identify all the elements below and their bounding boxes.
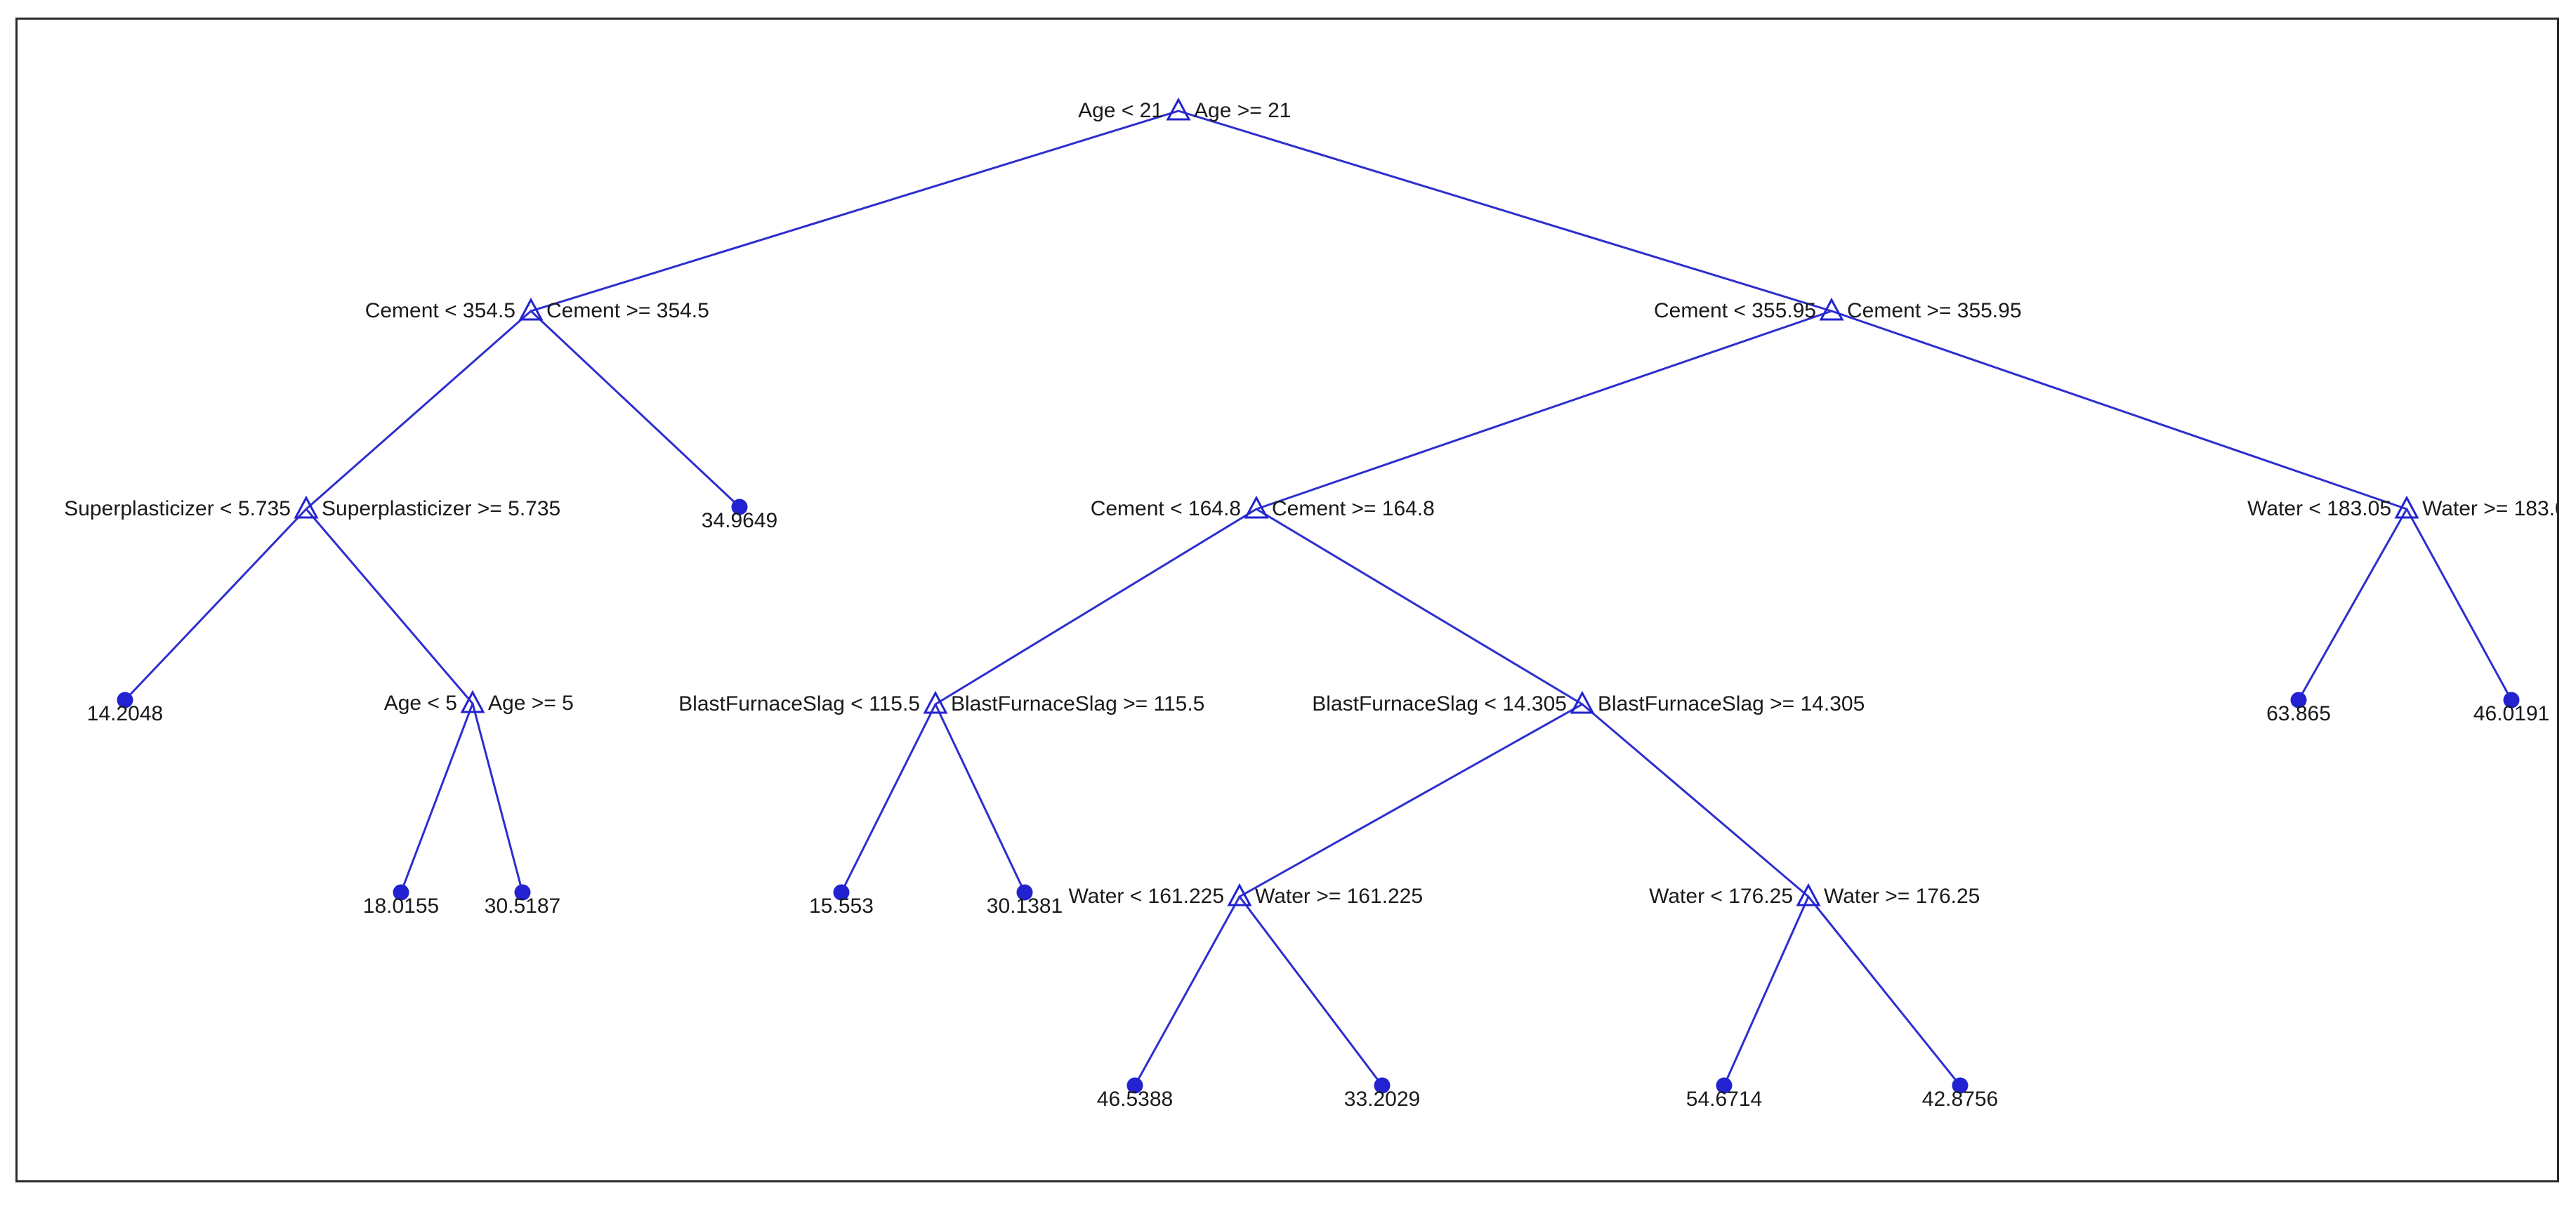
- leaf-value-label: 42.8756: [1921, 1088, 1999, 1111]
- split-label-left: Age < 5: [383, 692, 457, 715]
- split-label-left: BlastFurnaceSlag < 14.305: [1312, 692, 1567, 715]
- leaf-dot-marker: [117, 692, 133, 708]
- leaf-value-label: 63.865: [2266, 702, 2331, 725]
- tree-edge: [471, 702, 524, 894]
- leaf-dot-marker: [1126, 1077, 1143, 1094]
- split-label-right: BlastFurnaceSlag >= 14.305: [1598, 692, 1865, 715]
- tree-edge: [1581, 703, 1810, 898]
- leaf-value-label: 34.9649: [701, 509, 778, 532]
- tree-edge: [2405, 508, 2513, 701]
- leaf-value-label: 46.0191: [2473, 702, 2550, 725]
- split-label-right: Water >= 176.25: [1824, 885, 1980, 908]
- branch-triangle-marker: [1227, 883, 1252, 906]
- split-label-left: Cement < 354.5: [364, 299, 515, 322]
- split-label-left: Water < 183.05: [2247, 497, 2391, 520]
- split-label-left: Cement < 164.8: [1090, 497, 1241, 520]
- split-label-right: Age >= 21: [1194, 99, 1292, 122]
- branch-triangle-marker: [1819, 297, 1844, 321]
- split-label-left: Superplasticizer < 5.735: [64, 497, 291, 520]
- leaf-value-label: 30.1381: [986, 895, 1063, 918]
- branch-triangle-marker: [460, 690, 485, 713]
- split-label-left: Water < 176.25: [1649, 885, 1793, 908]
- leaf-value-label: 14.2048: [86, 702, 164, 725]
- branch-triangle-marker: [518, 297, 544, 321]
- split-label-right: Age >= 5: [488, 692, 574, 715]
- split-label-right: Cement >= 164.8: [1272, 497, 1435, 520]
- tree-edge: [1255, 508, 1584, 706]
- tree-edge: [1177, 110, 1833, 312]
- tree-edge: [840, 703, 937, 894]
- leaf-dot-marker: [1952, 1077, 1969, 1094]
- tree-edge: [305, 508, 474, 705]
- tree-edge: [1255, 310, 1833, 510]
- branch-triangle-marker: [1166, 97, 1191, 121]
- leaf-dot-marker: [2503, 692, 2520, 708]
- leaf-value-label: 33.2029: [1343, 1088, 1421, 1111]
- split-label-left: Water < 161.225: [1068, 885, 1224, 908]
- branch-triangle-marker: [294, 495, 319, 519]
- leaf-dot-marker: [514, 884, 531, 901]
- tree-edge: [1807, 895, 1961, 1087]
- split-label-right: Cement >= 355.95: [1847, 299, 2022, 322]
- tree-edge: [1238, 895, 1384, 1087]
- split-label-left: Age < 21: [1078, 99, 1163, 122]
- tree-edge: [530, 110, 1180, 312]
- tree-edge: [1238, 703, 1584, 898]
- branch-triangle-marker: [1796, 883, 1821, 906]
- tree-edge: [2297, 508, 2408, 701]
- split-label-right: Water >= 183.05: [2422, 497, 2557, 520]
- leaf-value-label: 15.553: [809, 895, 874, 918]
- tree-edge: [1133, 895, 1241, 1087]
- tree-edge: [305, 310, 532, 510]
- branch-triangle-marker: [1244, 495, 1269, 519]
- leaf-value-label: 30.5187: [484, 895, 561, 918]
- split-label-right: Superplasticizer >= 5.735: [322, 497, 561, 520]
- split-label-left: Cement < 355.95: [1654, 299, 1816, 322]
- split-label-right: BlastFurnaceSlag >= 115.5: [951, 692, 1205, 715]
- leaf-dot-marker: [2290, 692, 2307, 708]
- leaf-dot-marker: [1374, 1077, 1391, 1094]
- leaf-dot-marker: [1016, 884, 1033, 901]
- tree-edge: [1830, 310, 2408, 510]
- tree-edge: [934, 703, 1026, 894]
- tree-edge: [124, 508, 308, 701]
- branch-triangle-marker: [1570, 690, 1595, 714]
- leaf-dot-marker: [1716, 1077, 1733, 1094]
- split-label-right: Water >= 161.225: [1255, 885, 1424, 908]
- split-label-left: BlastFurnaceSlag < 115.5: [678, 692, 920, 715]
- leaf-dot-marker: [393, 884, 409, 901]
- branch-triangle-marker: [923, 690, 948, 714]
- split-label-right: Cement >= 354.5: [546, 299, 709, 322]
- tree-edge: [934, 508, 1258, 706]
- leaf-value-label: 46.5388: [1096, 1088, 1174, 1111]
- tree-edge: [400, 702, 474, 894]
- tree-edge: [530, 310, 741, 508]
- leaf-dot-marker: [731, 499, 748, 515]
- leaf-value-label: 18.0155: [362, 895, 440, 918]
- leaf-dot-marker: [833, 884, 850, 901]
- branch-triangle-marker: [2394, 495, 2419, 519]
- tree-canvas: [117, 97, 2520, 1094]
- tree-edge: [1723, 895, 1810, 1087]
- leaf-value-label: 54.6714: [1685, 1088, 1763, 1111]
